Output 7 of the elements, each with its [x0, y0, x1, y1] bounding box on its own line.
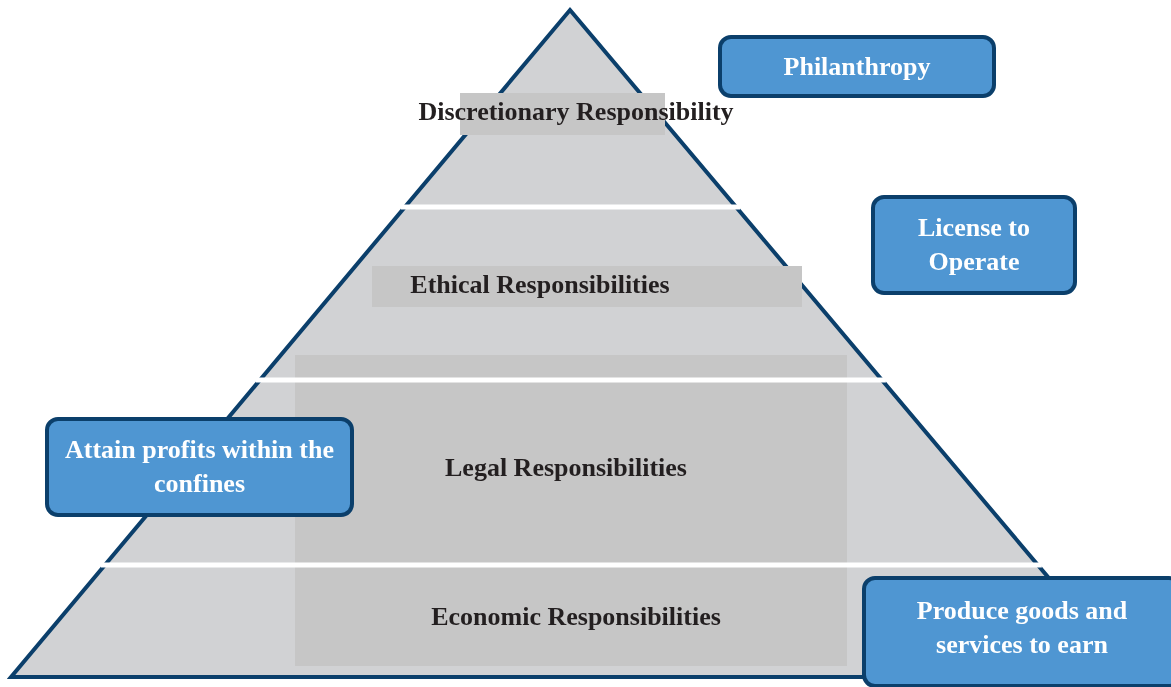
callout-box: Attain profits within the confines — [45, 417, 354, 517]
callout-box: Produce goods and services to earn — [862, 576, 1171, 687]
callout-box: License to Operate — [871, 195, 1077, 295]
callout-box: Philanthropy — [718, 35, 996, 98]
tier-label: Legal Responsibilities — [445, 452, 687, 484]
tier-label: Economic Responsibilities — [431, 601, 721, 633]
tier-label: Discretionary Responsibility — [418, 96, 734, 128]
